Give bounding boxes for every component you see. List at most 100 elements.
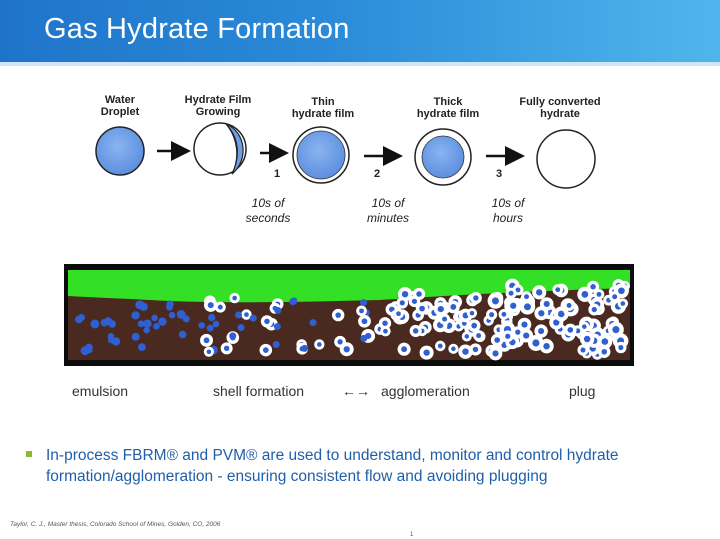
hydrate-core-particle (476, 333, 482, 339)
hydrate-core-particle (383, 328, 388, 334)
time-label-seconds: 10s of seconds (245, 196, 291, 225)
hydrate-core-particle (396, 311, 401, 317)
hydrate-core-particle (464, 334, 470, 339)
hydrate-core-particle (536, 289, 543, 296)
hydrate-core-particle (521, 321, 528, 328)
water-droplet-particle (168, 311, 176, 319)
hydrate-core-particle (590, 284, 596, 290)
stage-label-thin-hydrate-film: Thin hydrate film (291, 96, 355, 120)
hydrate-core-particle (494, 337, 501, 343)
hydrate-core-particle (412, 328, 419, 334)
water-droplet-particle (139, 302, 148, 311)
hydrate-core-particle (206, 349, 212, 355)
water-droplet-particle (178, 330, 187, 339)
hydrate-core-particle (223, 345, 230, 352)
title-rule (0, 62, 720, 66)
hydrate-core-particle (620, 301, 626, 306)
step-number-1: 1 (274, 168, 281, 180)
water-droplet-particle (273, 323, 281, 331)
water-droplet-particle (137, 343, 146, 351)
hydrate-core-particle (450, 304, 457, 310)
water-droplet-particle (309, 319, 317, 327)
hydrate-core-particle (382, 320, 388, 326)
hydrate-core-particle (401, 346, 408, 353)
water-droplet-particle (229, 332, 237, 340)
hydrate-core-particle (442, 316, 448, 322)
time-label-hours: 10s of hours (491, 196, 525, 225)
water-droplet-particle (208, 313, 216, 322)
hydrate-core-particle (591, 306, 597, 313)
title-bar (0, 0, 720, 62)
hydrate-core-particle (416, 291, 422, 297)
hydrate-core-particle (399, 300, 405, 306)
hydrate-core-particle (361, 318, 368, 325)
hydrate-core-particle (557, 310, 565, 318)
hydrate-core-particle (553, 319, 560, 326)
hydrate-core-particle (618, 344, 624, 351)
hydrate-core-particle (532, 339, 540, 347)
water-droplet-particle (158, 317, 167, 326)
water-droplet-particle (235, 311, 243, 319)
hydrate-core-particle (473, 295, 479, 301)
water-droplet-particle (274, 307, 282, 315)
bullet-text: In-process FBRM® and PVM® are used to un… (46, 447, 619, 485)
slide-title: Gas Hydrate Formation (44, 13, 350, 45)
hydrate-core-particle (612, 326, 620, 334)
hydrate-core-particle (555, 287, 561, 293)
water-droplet-particle (212, 320, 220, 328)
stage-label-hydrate-film-growing: Hydrate Film Growing (184, 94, 252, 118)
water-droplet-particle (131, 311, 140, 320)
stage-label-water-droplet: Water Droplet (100, 94, 140, 118)
hydrate-core-particle (515, 329, 521, 335)
thin-hydrate-film-circle (292, 126, 350, 184)
water-droplet-particle (104, 317, 113, 326)
hydrate-core-particle (207, 302, 214, 309)
hydrate-core-particle (401, 290, 409, 298)
hydrate-core-particle (217, 304, 223, 310)
double-arrow-icon: ←→ (342, 383, 370, 399)
water-droplet-particle (131, 332, 140, 341)
water-droplet-particle (206, 324, 214, 332)
hydrate-core-particle (508, 290, 514, 296)
hydrate-core-particle (317, 342, 322, 347)
hydrate-core-particle (510, 302, 517, 309)
hydrate-core-particle (567, 327, 574, 333)
hydrate-core-particle (437, 305, 444, 313)
hydrate-core-particle (566, 302, 572, 308)
hydrate-core-particle (491, 297, 499, 305)
water-droplet-particle (289, 298, 297, 306)
hydrate-core-particle (601, 348, 608, 355)
hydrate-core-particle (543, 300, 550, 308)
hydrate-core-particle (581, 290, 589, 298)
water-droplet-particle (237, 324, 245, 332)
hydrate-core-particle (543, 342, 550, 350)
water-droplet-particle (153, 323, 160, 330)
water-droplet-particle (151, 314, 158, 322)
hydrate-core-particle (472, 346, 479, 353)
hydrate-core-particle (451, 346, 456, 352)
water-droplet-particle (360, 299, 368, 307)
hydrate-core-particle (492, 350, 499, 357)
hydrate-core-particle (471, 322, 478, 329)
fully-converted-hydrate-circle (536, 129, 596, 189)
citation: Taylor, C. J., Master thesis, Colorado S… (10, 521, 221, 528)
hydrate-core-particle (601, 338, 609, 345)
page-number: 1 (410, 532, 414, 538)
hydrate-core-particle (612, 294, 618, 300)
water-droplet-particle (111, 337, 121, 346)
hydrate-film-growing-circle (193, 122, 247, 176)
label-emulsion: emulsion (72, 383, 129, 399)
water-droplet-particle (249, 314, 257, 322)
hydrate-core-particle (337, 339, 343, 345)
water-droplet-circle (95, 126, 145, 176)
thick-hydrate-film-circle (414, 128, 472, 186)
step-number-3: 3 (496, 168, 503, 180)
stage-label-fully-converted-hydrate: Fully converted hydrate (519, 96, 601, 120)
hydrate-core-particle (461, 321, 467, 326)
water-droplet-particle (301, 344, 309, 352)
hydrate-core-particle (343, 346, 350, 353)
stage-label-thick-hydrate-film: Thick hydrate film (416, 96, 480, 120)
hydrate-core-particle (335, 312, 341, 318)
hydrate-core-particle (359, 308, 364, 314)
time-label-minutes: 10s of minutes (366, 196, 410, 225)
